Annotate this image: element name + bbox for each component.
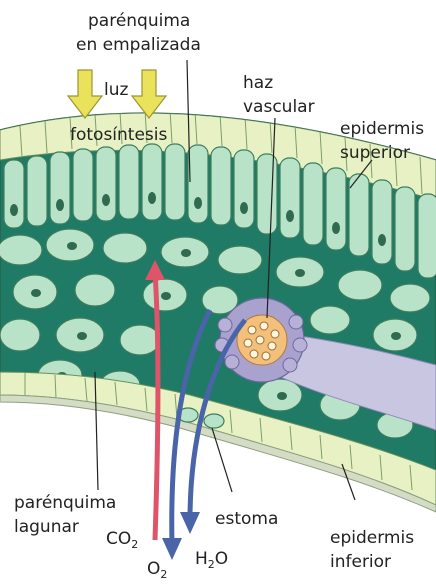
label-spongy-1: parénquima	[14, 492, 116, 514]
label-upper-epidermis-1: epidermis	[340, 118, 424, 140]
co2-arrow	[155, 272, 158, 540]
label-h2o: H2O	[195, 548, 228, 576]
label-palisade-2: en empalizada	[76, 34, 201, 56]
label-lower-epidermis-1: epidermis	[330, 527, 414, 549]
label-photosynthesis: fotosíntesis	[70, 124, 167, 146]
label-lower-epidermis-2: inferior	[330, 551, 391, 573]
o2-arrowhead	[162, 538, 182, 560]
label-vascular-2: vascular	[243, 96, 315, 118]
co2-subscript: 2	[131, 538, 138, 551]
h2o-h: H	[195, 549, 208, 569]
light-arrow-1	[68, 70, 102, 118]
label-spongy-2: lagunar	[14, 516, 79, 538]
label-upper-epidermis-2: superior	[340, 142, 410, 164]
label-co2: CO2	[106, 528, 138, 556]
light-arrow-2	[132, 70, 166, 118]
h2o-o: O	[215, 549, 228, 569]
label-palisade-1: parénquima	[88, 10, 190, 32]
label-o2: O2	[147, 558, 167, 586]
o2-subscript: 2	[160, 568, 167, 581]
h2o-subscript: 2	[208, 558, 215, 571]
label-vascular-1: haz	[243, 72, 273, 94]
h2o-arrowhead	[180, 512, 200, 534]
label-stoma: estoma	[215, 508, 278, 530]
label-light: luz	[104, 79, 128, 101]
o2-text: O	[147, 559, 160, 579]
co2-text: CO	[106, 529, 131, 549]
